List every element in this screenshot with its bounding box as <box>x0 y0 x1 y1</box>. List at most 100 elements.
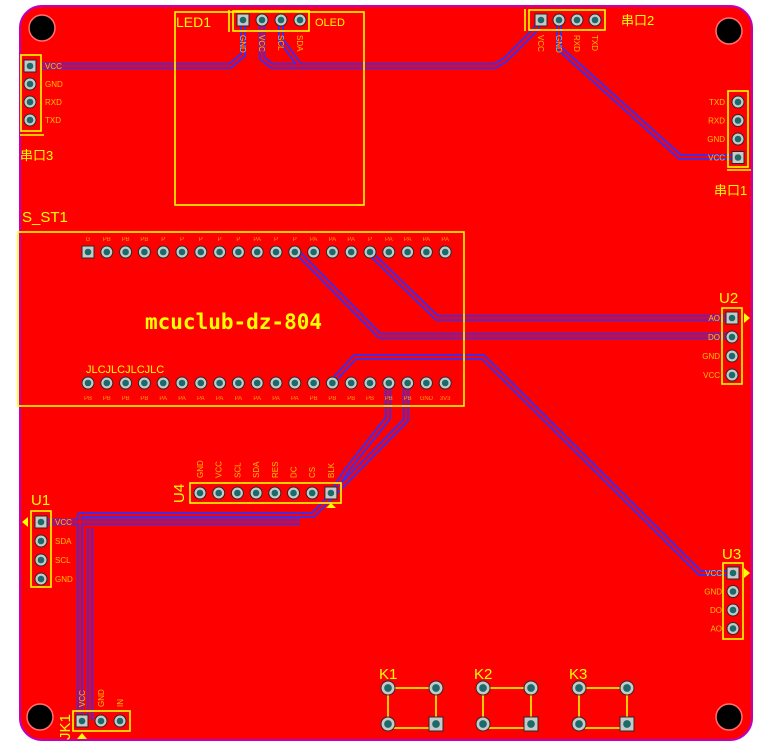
jlc-marker: JLCJLCJLCJLC <box>86 364 164 376</box>
k1-pad-4 <box>428 716 444 732</box>
u1-pin-label: VCC <box>55 518 72 527</box>
s-st1-top-pin-label: PA <box>329 237 337 243</box>
u1-pin-label: SDA <box>55 537 72 546</box>
k2-outline <box>482 687 532 729</box>
s-st1-top-pin-14 <box>325 245 339 259</box>
s-st1-top-pin-9 <box>231 245 245 259</box>
u1-pin1-marker <box>22 517 28 527</box>
s-st1-top-pin-4 <box>137 245 151 259</box>
uart2-pin-2 <box>552 13 566 27</box>
jk1-pin-1 <box>75 714 89 728</box>
s-st1-top-pin-label: PB <box>103 237 111 243</box>
designator-k3: K3 <box>569 666 587 683</box>
uart3-pin-1 <box>23 59 37 73</box>
uart2-pin-label: TXD <box>590 35 599 51</box>
uart2-pin-1 <box>534 13 548 27</box>
board-title: mcuclub-dz-804 <box>145 310 322 334</box>
u3-pin-label: VCC <box>705 569 722 578</box>
s-st1-bottom-pin-14 <box>325 376 339 390</box>
uart2-pin-label: RXD <box>572 35 581 52</box>
uart3-pin-3 <box>23 95 37 109</box>
u2-pin-1 <box>725 311 739 325</box>
pin1-markers <box>22 313 750 739</box>
s-st1-top-pin-6 <box>175 245 189 259</box>
board-outline <box>19 5 753 741</box>
u1-pin-3 <box>34 553 48 567</box>
u4-pin-3 <box>230 486 244 500</box>
u3-pin-1 <box>726 566 740 580</box>
s-st1-top-pin-label: P <box>293 237 297 243</box>
k2-pad-4 <box>523 716 539 732</box>
mount-hole-top-right <box>715 17 743 45</box>
mount-hole-bottom-right <box>715 703 743 731</box>
u1-pin-2 <box>34 534 48 548</box>
jk1-pin-3 <box>113 714 127 728</box>
s-st1-top-pin-5 <box>156 245 170 259</box>
s-st1-top-pin-label: PA <box>404 237 412 243</box>
k1-pad-3 <box>380 716 396 732</box>
s-st1-top-pin-2 <box>100 245 114 259</box>
led1-pin-label: GND <box>238 35 247 53</box>
k1-outline <box>387 687 437 729</box>
u2-pin-label: GND <box>702 352 720 361</box>
s-st1-bottom-pin-7 <box>194 376 208 390</box>
s-st1-top-pin-11 <box>269 245 283 259</box>
s-st1-top-pin-label: G <box>86 237 91 243</box>
u3-pin1-marker <box>744 568 750 578</box>
u4-pin-label: GND <box>196 460 205 478</box>
u3-pin-label: GND <box>704 588 722 597</box>
s-st1-bottom-pin-label: GND <box>420 396 434 402</box>
u1-pin-label: GND <box>55 575 73 584</box>
uart1-pin-label: GND <box>707 135 725 144</box>
s-st1-bottom-pin-label: PA <box>235 396 243 402</box>
u2-pin-label: AO <box>708 314 720 323</box>
designator-s-st1: S_ST1 <box>22 209 68 226</box>
s-st1-bottom-pin-1 <box>81 376 95 390</box>
uart3-pin-label: VCC <box>45 62 62 71</box>
s-st1-top-pin-17 <box>382 245 396 259</box>
mount-hole-top-left <box>28 14 56 42</box>
s-st1-bottom-pin-9 <box>231 376 245 390</box>
s-st1-bottom-pin-label: PA <box>178 396 186 402</box>
uart2-pin-3 <box>570 13 584 27</box>
led1-pin-label: SCL <box>276 35 285 51</box>
u1-header-outline <box>30 510 52 588</box>
k2-pad-2 <box>523 680 539 696</box>
pads <box>23 13 745 732</box>
s-st1-top-pin-8 <box>213 245 227 259</box>
uart2-pin-label: VCC <box>536 35 545 52</box>
s-st1-bottom-pin-12 <box>288 376 302 390</box>
s-st1-top-pin-18 <box>401 245 415 259</box>
s-st1-bottom-pin-4 <box>137 376 151 390</box>
s-st1-bottom-pin-2 <box>100 376 114 390</box>
u4-pin-label: SDA <box>252 461 261 478</box>
u2-header-outline <box>721 307 743 385</box>
s-st1-bottom-pin-label: PA <box>291 396 299 402</box>
s-st1-top-pin-12 <box>288 245 302 259</box>
uart1-pin-3 <box>731 132 745 146</box>
designator-jk1: JK1 <box>57 714 74 740</box>
s-st1-top-pin-label: P <box>199 237 203 243</box>
s-st1-top-pin-7 <box>194 245 208 259</box>
s-st1-top-pin-label: P <box>218 237 222 243</box>
s-st1-bottom-pin-15 <box>344 376 358 390</box>
uart1-pin-4 <box>731 151 745 164</box>
s-st1-bottom-pin-5 <box>156 376 170 390</box>
jk1-pin-label: GND <box>97 689 106 707</box>
uart3-pin-4 <box>23 113 37 127</box>
u4-pin-1 <box>193 486 207 500</box>
u3-pin-3 <box>726 603 740 617</box>
u4-pin-label: VCC <box>215 461 224 478</box>
s-st1-bottom-pin-18 <box>401 376 415 390</box>
jk1-pin-label: IN <box>116 699 125 707</box>
k1-pad-2 <box>428 680 444 696</box>
s-st1-bottom-pin-label: PB <box>310 396 318 402</box>
s-st1-bottom-pin-label: PB <box>84 396 92 402</box>
led1-pin-2 <box>255 13 269 27</box>
s-st1-top-pin-label: P <box>180 237 184 243</box>
k3-pad-3 <box>571 716 587 732</box>
oled-outline <box>174 11 365 206</box>
mounting-holes <box>26 14 743 731</box>
designator-uart3: 串口3 <box>20 148 53 163</box>
u4-pin-4 <box>249 486 263 500</box>
